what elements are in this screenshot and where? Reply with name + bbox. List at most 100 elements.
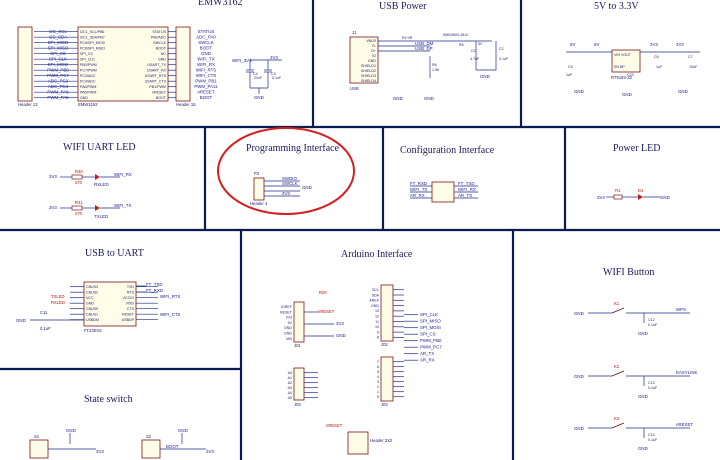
svg-text:R6: R6 — [459, 43, 464, 47]
ard-net-0: SPI_CLK — [420, 312, 438, 317]
ard-left-pin-2: 3V3 — [286, 316, 292, 320]
wifi-button-net-1: EASYLINK — [676, 370, 698, 375]
svg-text:1uF: 1uF — [566, 73, 573, 77]
svg-text:C7: C7 — [688, 55, 693, 59]
emw-chip-right-pins: STATUSPA0/ADCSWCLKBOOTNCGNDUSART_TXUSART… — [145, 30, 167, 100]
svg-text:GND: GND — [480, 74, 490, 79]
ard-right-pin-9: 8 — [377, 336, 379, 340]
usb-uart-net-ft-txd: FT_TXD — [146, 282, 163, 287]
ft-left-pin-1: CBUS2 — [86, 291, 98, 295]
emw-chip-left-pin-8: PC3/ADC — [80, 74, 96, 78]
wifi-button-cap-value-1: 0.1uF — [648, 386, 658, 390]
emw-chip-left-pin-1: I2C1_SDA/PB7 — [80, 36, 105, 40]
svg-text:5V: 5V — [478, 42, 483, 46]
usb-to-uart-section: USB to UART FT230XS CBUS3CBUS2VCCGNDCBUS… — [16, 248, 181, 333]
usb-uart-net-rxled: RXLED — [51, 300, 65, 305]
emw-chip-right-pin-5: GND — [158, 58, 166, 62]
svg-text:J1: J1 — [352, 30, 357, 35]
ard-digital-pin-5: 2 — [377, 385, 379, 389]
ard-left-pin-6: VIN — [286, 337, 292, 341]
svg-text:0.1uF: 0.1uF — [272, 76, 282, 80]
emw-chip-left-pin-7: PC7/PWM — [80, 69, 97, 73]
wifi-button-gnd-2: GND — [574, 426, 584, 431]
emw-chip-left-pins: I2C1_SCL/PB6I2C1_SDA/PB7PC5/SPI_MOSIPC6/… — [80, 30, 105, 100]
arduino-icsp-header — [347, 431, 369, 455]
state-switch-s2 — [141, 439, 161, 459]
usb-pin-8: SHIELD4 — [361, 79, 376, 83]
rx-led-label: RXLED — [94, 182, 109, 187]
emw-header-right — [175, 26, 191, 102]
emw-chip-left-pin-2: PC5/SPI_MOSI — [80, 41, 105, 45]
ard-right-pin-3: GND — [371, 304, 379, 308]
emw-chip-left-pin-4: SPI_CS — [80, 52, 93, 56]
ard-right-pin-2: AREF — [369, 299, 379, 303]
emw-chip-right-pin-10: PB1/PWM — [149, 85, 166, 89]
svg-text:1uF: 1uF — [656, 65, 663, 69]
ft-left-pin-3: GND — [86, 302, 94, 306]
usb-pin-5: SHIELD1 — [361, 64, 376, 68]
emw-chip-left-pin-11: PA5/PWM — [80, 91, 96, 95]
state-switch-3v3-2: 3V3 — [206, 449, 214, 454]
arduino-header-analog — [293, 367, 305, 401]
emw-header-left — [17, 26, 33, 102]
svg-text:3V3: 3V3 — [650, 42, 658, 47]
configuration-header — [431, 181, 455, 203]
ft-left-pin-6: USBDM — [86, 318, 99, 322]
state-switch-s2-ref: S2 — [146, 434, 152, 439]
emw-chip-right-pin-9: USART_CTS — [145, 80, 167, 84]
arduino-j2-label: J02 — [381, 342, 388, 347]
svg-text:C5: C5 — [568, 65, 573, 69]
power-led-section: Power LED 3V3 R1 D1 GND — [597, 143, 670, 200]
usb-uart-net-ft-rxd: FT_RXD — [146, 288, 163, 293]
usb-uart-net-wifi-rts: WIFI_RTS — [160, 294, 180, 299]
emw-chip-right-pin-4: NC — [161, 52, 167, 56]
svg-text:5V: 5V — [594, 42, 599, 47]
wifi-button-title: WIFI Button — [603, 267, 654, 278]
svg-text:GND: GND — [622, 92, 632, 97]
arduino-gnd: GND — [336, 333, 346, 338]
svg-text:C1: C1 — [471, 49, 476, 53]
ard-analog-pin-1: A1 — [288, 376, 292, 380]
ard-left-pin-1: RESET — [280, 310, 293, 314]
svg-text:C23: C23 — [627, 73, 634, 77]
tx-led-net: WIFI_TX — [114, 203, 131, 208]
config-net-ar-rx: AR_RX — [410, 193, 425, 198]
ft-right-pin-4: CTS — [127, 307, 135, 311]
svg-text:R2 0R: R2 0R — [402, 36, 413, 40]
usb-uart-cap-value: 0.1uF — [40, 326, 51, 331]
usb-connector-label: USB — [350, 86, 359, 91]
usb-pin-2: D+ — [371, 49, 376, 53]
power-led-gnd: GND — [660, 195, 670, 200]
rx-led-vcc: 3V3 — [49, 174, 57, 179]
programming-title: Programming Interface — [246, 143, 340, 154]
emw-right-pin-9: PWM_PB1 — [195, 79, 217, 84]
svg-text:C2: C2 — [499, 47, 504, 51]
emw-right-pin-6: WIFI_RX — [197, 62, 215, 67]
ard-net-2: SPI_MOSI — [420, 325, 441, 330]
usb-power-section: USB Power J1 USB VBUSD-D+IDGNDSHIELD1SHI… — [349, 1, 509, 101]
state-switch-title: State switch — [84, 394, 133, 405]
svg-text:GND: GND — [574, 89, 584, 94]
emw3162-section: EMW3162 Header 13 EMW3162 Header 15 I2C_… — [17, 0, 282, 107]
usb-connector — [349, 36, 379, 84]
usb-uart-net-wifi-cts: WIFI_CTS — [160, 312, 181, 317]
ard-right-pin-1: SDA — [372, 293, 380, 297]
ard-analog-pin-5: A5 — [288, 396, 292, 400]
power-led-vcc: 3V3 — [597, 195, 605, 200]
programming-net-gnd: GND — [302, 185, 312, 190]
usb-uart-cap-ref: C11 — [40, 310, 48, 315]
ft-right-pin-5: RESET — [122, 313, 135, 317]
ard-net-3: SPI_CS — [420, 332, 436, 337]
ard-left-pin-5: GND — [284, 332, 292, 336]
svg-text:4.7uF: 4.7uF — [470, 57, 480, 61]
wifi-button-cap-2: C14 — [648, 433, 655, 437]
svg-text:GND: GND — [424, 96, 434, 101]
emw-chip-right-pin-1: PA0/ADC — [151, 36, 167, 40]
usb-pin-3: ID — [372, 54, 376, 58]
emw-chip-right-pin-7: USART_RX — [147, 69, 167, 73]
